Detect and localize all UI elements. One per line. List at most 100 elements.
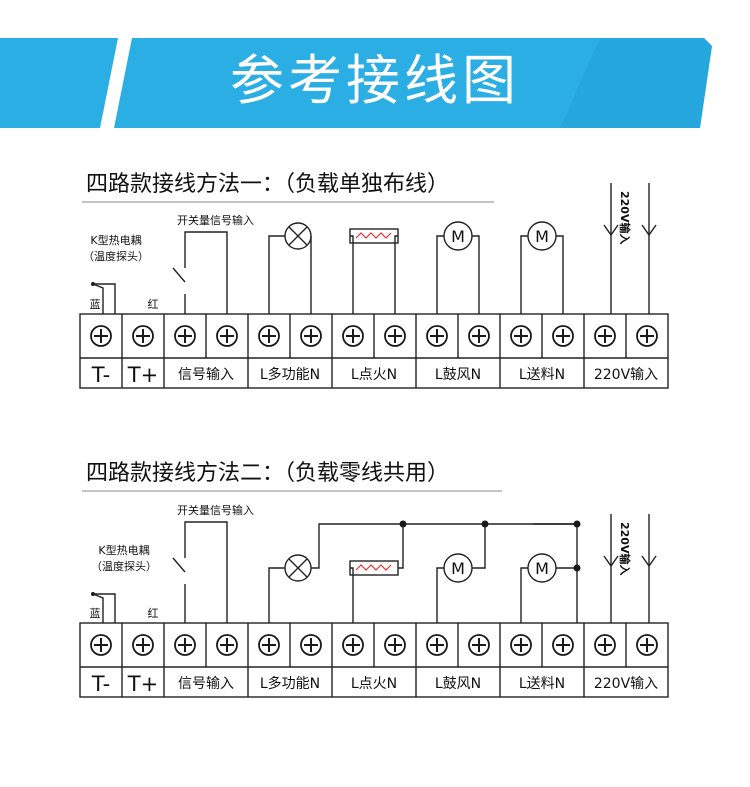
terminal-plus-icon [220,329,234,343]
terminal-plus-icon [388,329,402,343]
banner-left-band [0,38,118,128]
load-line-wire [520,567,528,623]
blue-wire-label: 蓝 [90,298,101,311]
terminal-plus-icon [556,638,570,652]
lamp-cross [288,558,308,578]
signal-switch [172,231,228,314]
header-banner [0,0,750,150]
terminal-label: T+ [127,363,158,387]
red-wire-label: 红 [148,298,159,311]
terminal-plus-icon [556,329,570,343]
terminal-label: L鼓风N [435,676,481,692]
terminal-plus-icon [178,638,192,652]
terminal-label: T+ [127,672,158,696]
terminal-plus-icon [430,638,444,652]
signal-switch [172,521,228,623]
igniter-coil [355,232,392,239]
terminal-label: 信号输入 [178,367,234,383]
motor-label: M [451,227,465,246]
power-input-label: 220V输入 [618,191,632,244]
terminal-label: L点火N [351,676,397,692]
power-arrow-icon [641,224,657,237]
terminal-label: T- [91,363,110,387]
terminal-plus-icon [136,329,150,343]
terminal-plus-icon [472,638,486,652]
neutral-tap-motor-1 [472,524,486,569]
terminal-plus-icon [94,638,108,652]
section-title: 四路款接线方法二：（负载零线共用） [86,461,449,486]
terminal-label: 220V输入 [594,676,658,692]
terminal-label: L点火N [351,367,397,383]
neutral-junction-dot [573,564,581,572]
terminal-plus-icon [430,329,444,343]
terminal-plus-icon [262,638,276,652]
terminal-plus-icon [640,638,654,652]
terminal-plus-icon [598,638,612,652]
load-line-wire [350,235,354,314]
terminal-label: 220V输入 [594,367,658,383]
terminal-label: L送料N [519,676,565,692]
load-neutral-wire [394,235,398,314]
wiring-section-1: 四路款接线方法一：（负载单独布线） T- T+ 信号输入 L多功能N L点火N L鼓风N L送… [79,172,669,389]
terminal-plus-icon [472,329,486,343]
terminal-plus-icon [304,329,318,343]
terminal-label: T- [91,672,110,696]
terminal-label: L多功能N [260,366,320,383]
load-neutral-wire [556,235,564,314]
neutral-junction-dot [399,520,407,528]
blue-wire-label: 蓝 [90,607,101,620]
thermocouple-label: K型热电耦 [90,233,141,247]
motor-label: M [535,227,549,246]
switch-label: 开关量信号输入 [177,213,254,227]
terminal-plus-icon [262,329,276,343]
power-arrow-icon [603,555,619,568]
thermocouple-sub-label: （温度探头） [91,559,157,573]
neutral-bus-wire [311,523,575,569]
banner-main-band [114,38,712,128]
power-input-label: 220V输入 [618,522,632,575]
terminal-plus-icon [178,329,192,343]
load-line-wire [268,235,285,314]
load-line-wire [268,567,285,623]
terminal-plus-icon [94,329,108,343]
terminal-plus-icon [514,329,528,343]
terminal-plus-icon [346,329,360,343]
thermocouple-red-wire [93,593,116,623]
terminal-plus-icon [346,638,360,652]
red-wire-label: 红 [148,607,159,620]
terminal-plus-icon [220,638,234,652]
load-line-wire [350,567,354,623]
load-line-wire [520,235,528,314]
terminal-plus-icon [598,329,612,343]
terminal-plus-icon [388,638,402,652]
thermocouple-blue-wire [92,283,104,314]
terminal-label: L鼓风N [435,367,481,383]
neutral-junction-dot [573,520,581,528]
lamp-cross [288,226,308,246]
terminal-plus-icon [640,329,654,343]
terminal-label: 信号输入 [178,676,234,692]
wiring-section-2: 四路款接线方法二：（负载零线共用） T- T+ 信号输入 L多功能N L点火N L鼓风N L送… [79,461,669,698]
neutral-tap-igniter [398,524,404,569]
terminal-label: L多功能N [260,675,320,692]
section-title: 四路款接线方法一：（负载单独布线） [86,172,449,197]
power-arrow-icon [603,224,619,237]
thermocouple-blue-wire [92,593,104,623]
motor-label: M [535,559,549,578]
terminal-plus-icon [136,638,150,652]
load-line-wire [436,235,444,314]
neutral-junction-dot [481,520,489,528]
motor-label: M [451,559,465,578]
switch-label: 开关量信号输入 [177,503,254,517]
banner-shade [560,38,712,128]
terminal-label: L送料N [519,367,565,383]
page-title: 参考接线图 [230,49,520,112]
load-neutral-wire [472,235,480,314]
load-line-wire [436,567,444,623]
thermocouple-label: K型热电耦 [98,543,149,557]
terminal-plus-icon [304,638,318,652]
power-arrow-icon [641,555,657,568]
thermocouple-red-wire [93,283,116,314]
thermocouple-sub-label: （温度探头） [83,249,149,263]
